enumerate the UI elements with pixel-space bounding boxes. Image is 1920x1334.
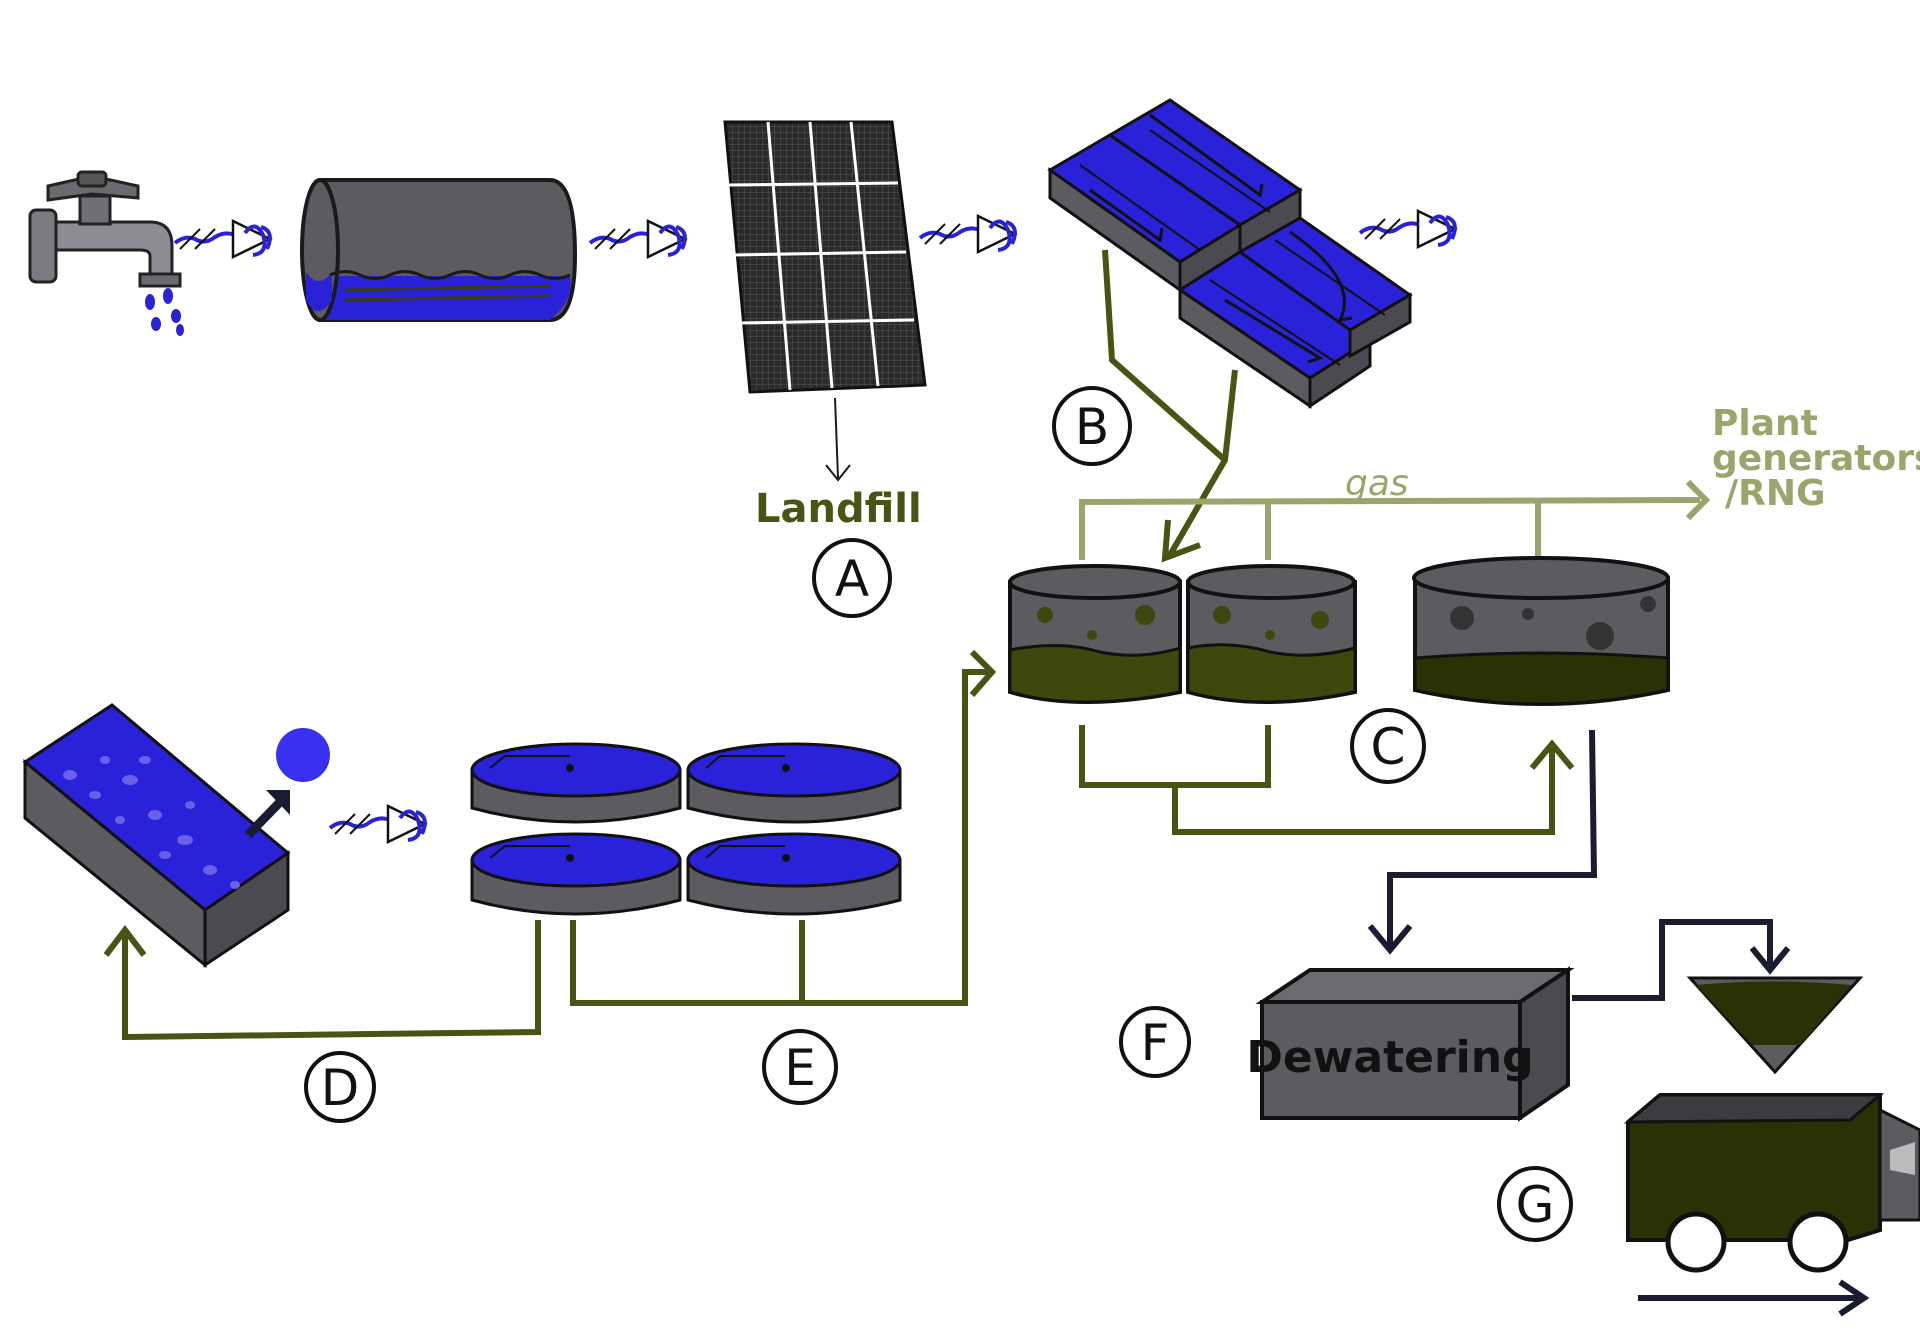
digester-1 bbox=[1008, 564, 1182, 704]
dewatering-label: Dewatering bbox=[1246, 1032, 1533, 1083]
label-c-circle: C bbox=[1350, 708, 1426, 784]
secondary-clarifiers bbox=[470, 742, 902, 916]
pump-icon-2 bbox=[588, 219, 688, 259]
water-drops-icon bbox=[145, 288, 184, 336]
label-d: D bbox=[321, 1059, 360, 1117]
label-a-circle: A bbox=[812, 538, 892, 618]
disinfection-arrow bbox=[244, 790, 290, 839]
gas-label: gas bbox=[1345, 463, 1409, 504]
truck-direction-arrow bbox=[1638, 1279, 1870, 1317]
clarifier-3 bbox=[470, 832, 682, 916]
bar-screen-panel bbox=[723, 120, 927, 394]
landfill-label: Landfill bbox=[755, 486, 922, 532]
plant-generators-line1: Plant bbox=[1712, 403, 1818, 444]
digester-2 bbox=[1186, 564, 1357, 704]
sludge-line-b bbox=[1102, 249, 1238, 563]
waste-sludge-line bbox=[570, 649, 997, 1006]
clarifier-1 bbox=[470, 742, 682, 824]
label-e-circle: E bbox=[762, 1029, 838, 1105]
label-c: C bbox=[1371, 718, 1406, 776]
label-e: E bbox=[784, 1039, 816, 1097]
dewatering-unit: Dewatering bbox=[1246, 966, 1575, 1122]
clarifier-2 bbox=[686, 742, 902, 824]
sludge-truck-icon bbox=[1623, 1093, 1920, 1273]
holding-tank bbox=[300, 178, 578, 322]
label-d-circle: D bbox=[304, 1051, 376, 1123]
pump-icon-5 bbox=[328, 804, 428, 844]
uv-disinfection-icon bbox=[276, 728, 330, 782]
digester-3 bbox=[1412, 556, 1670, 706]
primary-basins bbox=[1047, 98, 1413, 409]
disinfection-basin bbox=[22, 703, 291, 969]
plant-generators-line2: generators bbox=[1712, 438, 1920, 479]
digester-to-dewatering-line bbox=[1367, 729, 1598, 955]
label-g-circle: G bbox=[1497, 1166, 1573, 1242]
label-a: A bbox=[835, 550, 869, 608]
label-f-circle: F bbox=[1119, 1006, 1191, 1078]
pump-icon-4 bbox=[1358, 209, 1458, 249]
landfill-arrow bbox=[825, 397, 851, 482]
label-g: G bbox=[1516, 1176, 1555, 1234]
pump-icon-1 bbox=[173, 219, 273, 259]
gas-line bbox=[1079, 479, 1711, 560]
digester-transfer-line bbox=[1079, 725, 1575, 835]
pump-icon-3 bbox=[918, 214, 1018, 254]
sludge-hopper bbox=[1686, 976, 1864, 1075]
dewatering-to-hopper-line bbox=[1572, 919, 1791, 1001]
label-f: F bbox=[1141, 1014, 1170, 1072]
label-b-circle: B bbox=[1052, 386, 1132, 466]
plant-generators-label: Plant generators /RNG bbox=[1712, 403, 1920, 514]
return-sludge-line bbox=[103, 920, 541, 1041]
label-b: B bbox=[1075, 398, 1109, 456]
faucet-icon bbox=[28, 170, 182, 288]
clarifier-4 bbox=[686, 832, 902, 916]
plant-generators-line3: /RNG bbox=[1725, 473, 1826, 514]
